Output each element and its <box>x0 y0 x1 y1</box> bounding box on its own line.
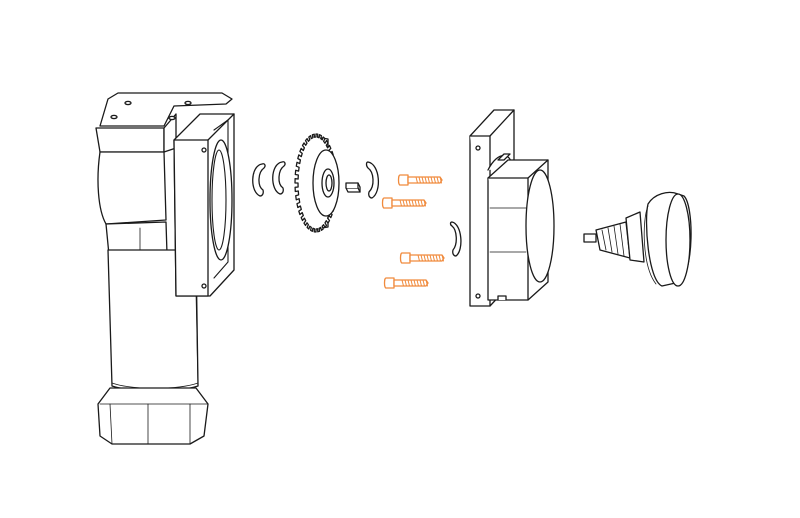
socket-head-screw-icon <box>397 174 443 186</box>
retaining-ring-icon <box>365 161 379 199</box>
retaining-ring-icon <box>252 163 266 197</box>
motor-flange-icon <box>469 109 555 307</box>
gear-icon <box>294 133 340 233</box>
socket-head-screw-icon <box>399 252 445 264</box>
retaining-ring-icon <box>449 221 462 257</box>
gearbox-housing-icon <box>95 92 235 445</box>
retaining-ring-icon <box>272 161 286 195</box>
socket-head-screw-icon <box>381 197 427 209</box>
socket-head-screw-icon <box>383 277 429 289</box>
key-icon <box>345 182 361 193</box>
knob-icon <box>583 191 692 287</box>
